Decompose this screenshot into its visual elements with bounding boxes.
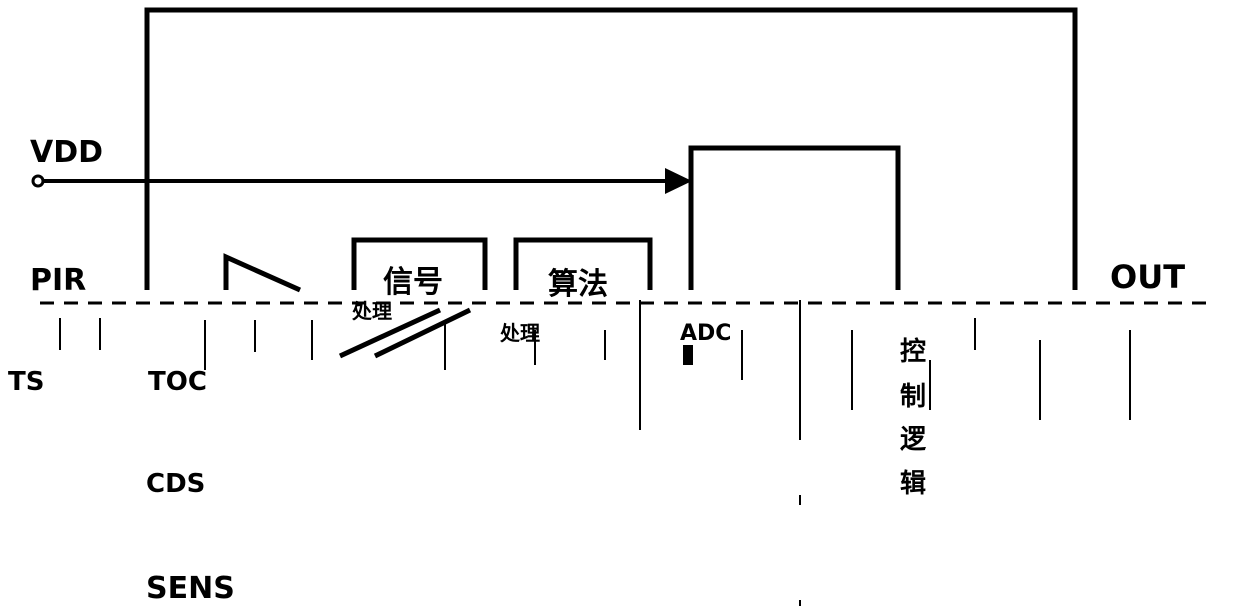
vdd-label: VDD	[30, 135, 103, 170]
sens-label: SENS	[146, 571, 235, 606]
algorithm-block-outline	[513, 237, 653, 290]
signal-block-label-top: 信号	[383, 265, 443, 300]
algorithm-block-label-top: 算法	[548, 267, 608, 302]
control-block-outline	[688, 145, 901, 290]
out-label: OUT	[1110, 258, 1185, 296]
toc-label: TOC	[148, 367, 207, 397]
control-label-4: 辑	[900, 469, 926, 499]
outer-loop-wire	[144, 7, 1078, 290]
algorithm-block-label-bottom: 处理	[499, 321, 540, 345]
cds-label: CDS	[146, 469, 205, 499]
adc-label: ADC	[680, 321, 731, 346]
ts-label: TS	[8, 367, 44, 397]
control-label-1: 控	[900, 337, 926, 367]
pir-label: PIR	[30, 263, 86, 298]
broken-wire-fragments	[59, 300, 1131, 606]
amplifier-triangle	[223, 253, 302, 293]
bus-slash-2	[373, 307, 472, 359]
adc-marker	[683, 345, 693, 365]
signal-block-outline	[351, 237, 488, 290]
signal-block-label-bottom: 处理	[351, 299, 392, 323]
control-label-3: 逻	[900, 425, 926, 455]
vdd-pin-terminal	[31, 174, 45, 188]
control-label-2: 制	[900, 382, 926, 412]
bus-slash-1	[338, 307, 442, 359]
vdd-arrowhead	[665, 168, 692, 194]
